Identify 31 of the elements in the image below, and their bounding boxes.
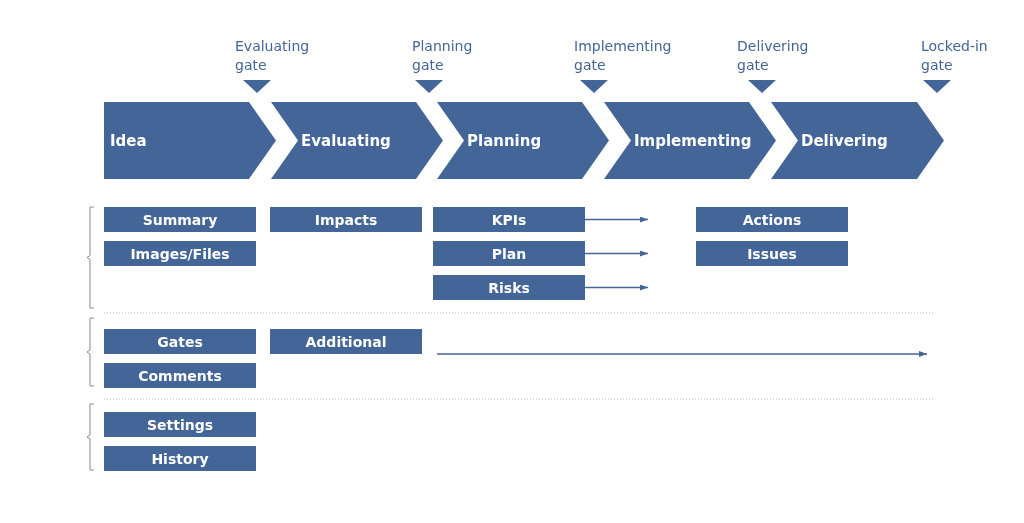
- phase-label: Implementing: [634, 130, 752, 152]
- module-box: Summary: [104, 207, 256, 232]
- phase-label: Evaluating: [301, 130, 391, 152]
- phase-step: [604, 102, 776, 179]
- gate-label: Locked-in gate: [921, 37, 989, 75]
- module-box: Issues: [696, 241, 848, 266]
- module-box: Plan: [433, 241, 585, 266]
- module-box: History: [104, 446, 256, 471]
- phase-label: Delivering: [801, 130, 888, 152]
- module-box: Settings: [104, 412, 256, 437]
- phase-label: Idea: [110, 130, 147, 152]
- phase-step: [271, 102, 443, 179]
- arrow: [584, 250, 649, 257]
- module-box: Gates: [104, 329, 256, 354]
- module-box: Images/Files: [104, 241, 256, 266]
- module-box: Comments: [104, 363, 256, 388]
- module-box: Additional: [270, 329, 422, 354]
- module-box: Risks: [433, 275, 585, 300]
- gate-label: Planning gate: [412, 37, 474, 75]
- arrow: [584, 284, 649, 291]
- phase-step: [104, 102, 276, 179]
- phase-label: Planning: [467, 130, 542, 152]
- module-box: Impacts: [270, 207, 422, 232]
- arrow: [584, 216, 649, 223]
- phase-step: [437, 102, 609, 179]
- module-box: KPIs: [433, 207, 585, 232]
- module-box: Actions: [696, 207, 848, 232]
- gate-label: Delivering gate: [737, 37, 810, 75]
- gate-label: Evaluating gate: [235, 37, 311, 75]
- phase-step: [771, 102, 944, 179]
- gate-label: Implementing gate: [574, 37, 669, 75]
